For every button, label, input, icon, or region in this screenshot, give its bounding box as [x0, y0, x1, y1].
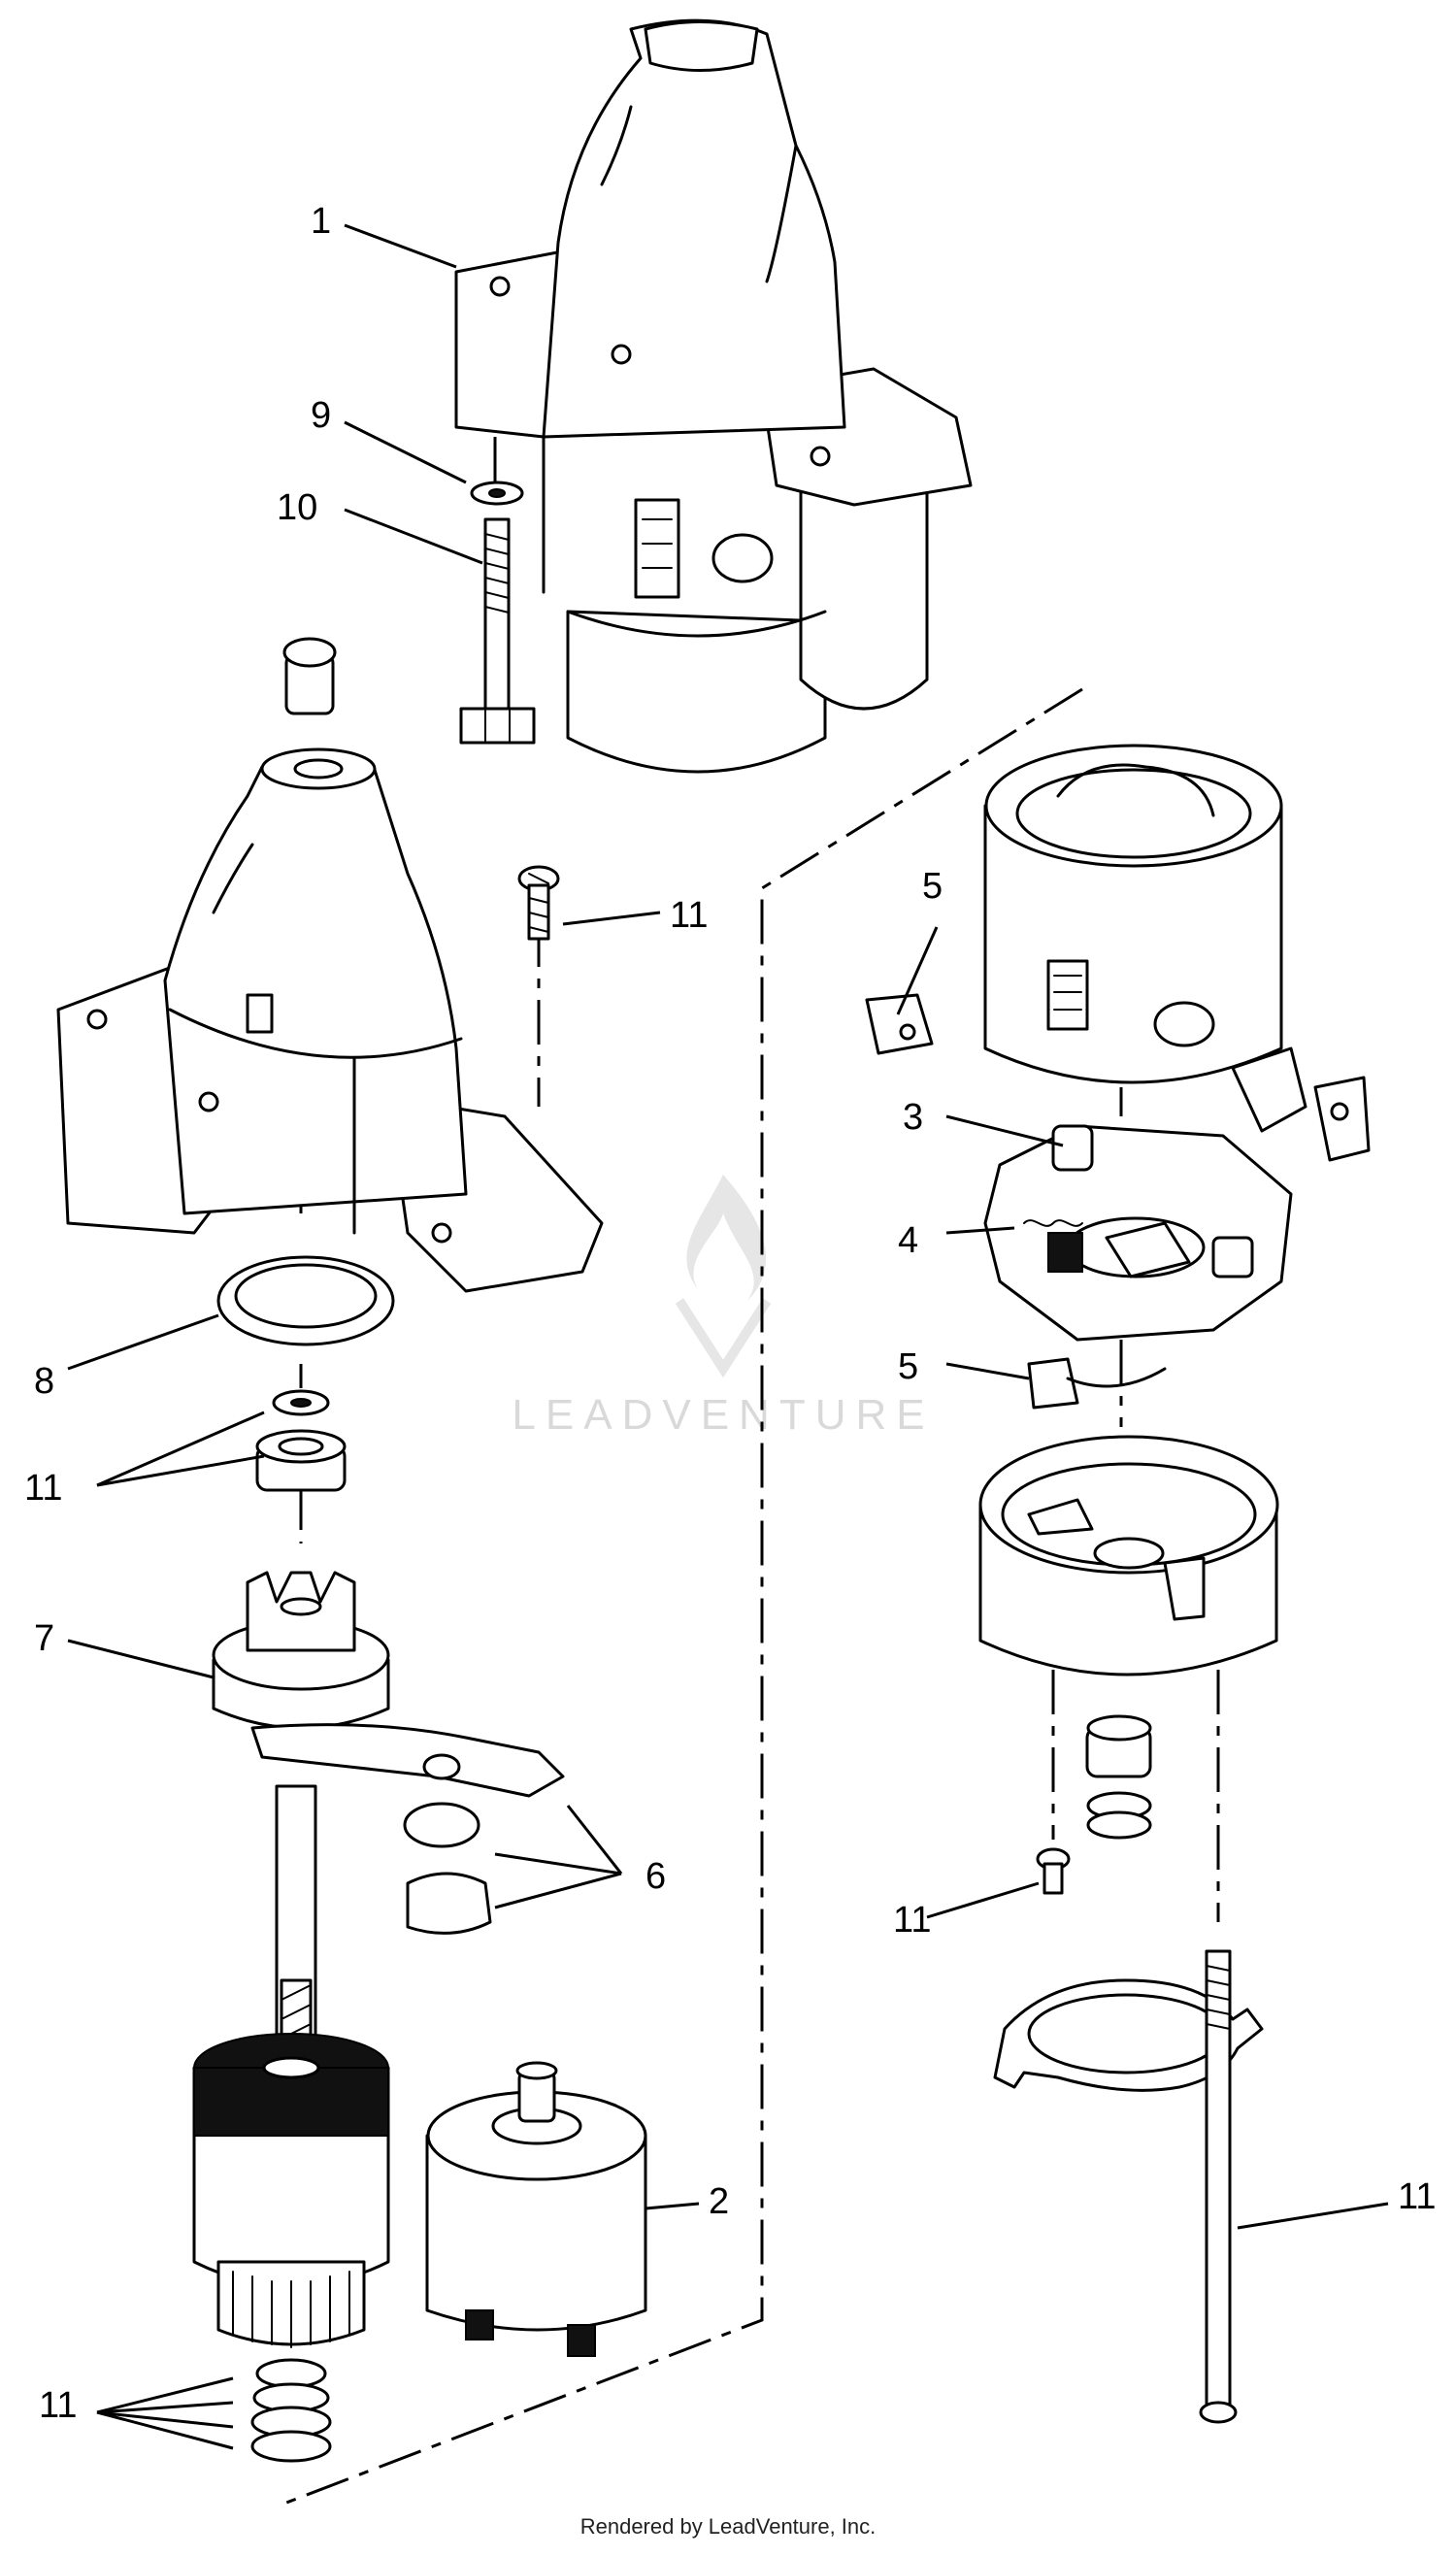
end-bracket-plate [993, 1978, 1264, 2092]
callout-3: 3 [903, 1097, 923, 1138]
solenoid [425, 2061, 647, 2357]
housing-screw [517, 865, 560, 941]
callout-10: 10 [277, 487, 317, 528]
watermark-text: LEADVENTURE [512, 1391, 934, 1439]
footer-credit: Rendered by LeadVenture, Inc. [579, 2514, 877, 2539]
callout-11-washers: 11 [24, 1468, 62, 1509]
washer-bushing-stack [255, 1389, 347, 1492]
through-bolt [1199, 1949, 1238, 2424]
callout-11-screw: 11 [670, 895, 708, 936]
callout-1: 1 [311, 201, 331, 242]
end-cap-screw [1036, 1847, 1071, 1895]
callout-6: 6 [645, 1856, 666, 1897]
callout-labels: 1 9 10 11 5 3 4 5 8 11 7 6 11 2 11 11 [24, 201, 1436, 2426]
drive-end-housing [56, 747, 604, 1293]
assembled-starter-motor [454, 18, 973, 774]
callout-5-top: 5 [922, 866, 943, 907]
callout-8: 8 [34, 1361, 54, 1402]
callout-2: 2 [709, 2181, 729, 2222]
brush-lower [1027, 1357, 1167, 1410]
callout-11-endscrew: 11 [893, 1900, 931, 1941]
callout-11-bolt: 11 [1398, 2176, 1436, 2217]
callout-5-lower: 5 [898, 1346, 918, 1387]
drive-pinion-assembly [212, 1571, 565, 1935]
callout-11-armature: 11 [39, 2385, 77, 2426]
washer-and-bolt [459, 481, 536, 745]
armature [192, 1784, 390, 2348]
end-cap-bushings [1085, 1714, 1152, 1840]
watermark: LEADVENTURE [512, 1175, 934, 1439]
bushing-plug [282, 637, 337, 715]
armature-washer-stack [250, 2358, 332, 2463]
callout-9: 9 [311, 395, 331, 436]
brush-holder-plate [983, 1124, 1293, 1342]
callout-leaders [67, 223, 1389, 2450]
seal-ring [216, 1255, 395, 1346]
callout-4: 4 [898, 1220, 918, 1261]
field-frame [983, 744, 1371, 1162]
brush-top [865, 993, 934, 1055]
commutator-end-cap [978, 1435, 1279, 1676]
callout-7: 7 [34, 1618, 54, 1659]
